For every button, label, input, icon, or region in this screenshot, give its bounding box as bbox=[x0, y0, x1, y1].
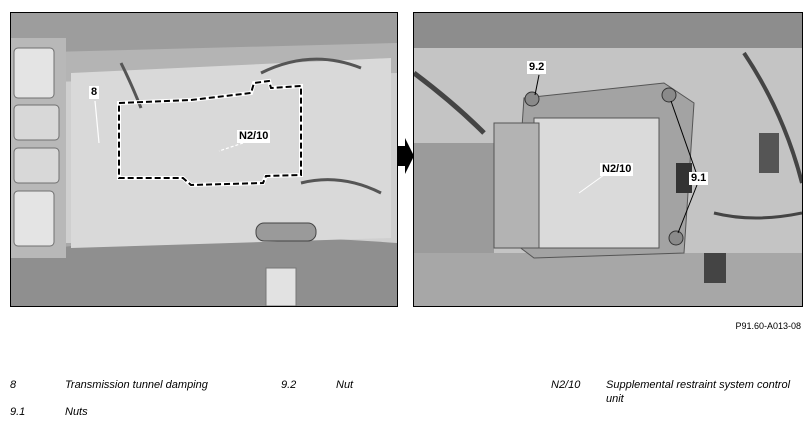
legend-code-9-2: 9.2 bbox=[281, 379, 297, 391]
legend-desc-9-1: Nuts bbox=[65, 406, 88, 418]
right-arrow-icon bbox=[398, 138, 414, 174]
legend-code-n2-10: N2/10 bbox=[551, 379, 581, 391]
right-panel-illustration bbox=[414, 13, 802, 306]
legend-desc-8: Transmission tunnel damping bbox=[65, 379, 208, 391]
callout-n2-10-right: N2/10 bbox=[600, 163, 634, 176]
legend-desc-n2-10: Supplemental restraint system control un… bbox=[606, 379, 791, 405]
legend-desc-9-2: Nut bbox=[336, 379, 354, 391]
legend-code-8: 8 bbox=[10, 379, 17, 391]
left-photo-panel: 8 N2/10 bbox=[10, 12, 398, 307]
callout-9-2: 9.2 bbox=[527, 61, 547, 74]
right-photo-panel: 9.2 N2/10 9.1 bbox=[413, 12, 803, 307]
callout-n2-10-left: N2/10 bbox=[237, 130, 271, 143]
callout-8: 8 bbox=[89, 86, 100, 99]
left-panel-illustration bbox=[11, 13, 397, 306]
legend-code-9-1: 9.1 bbox=[10, 406, 26, 418]
callout-9-1: 9.1 bbox=[689, 172, 709, 185]
figure-reference: P91.60-A013-08 bbox=[735, 321, 801, 331]
